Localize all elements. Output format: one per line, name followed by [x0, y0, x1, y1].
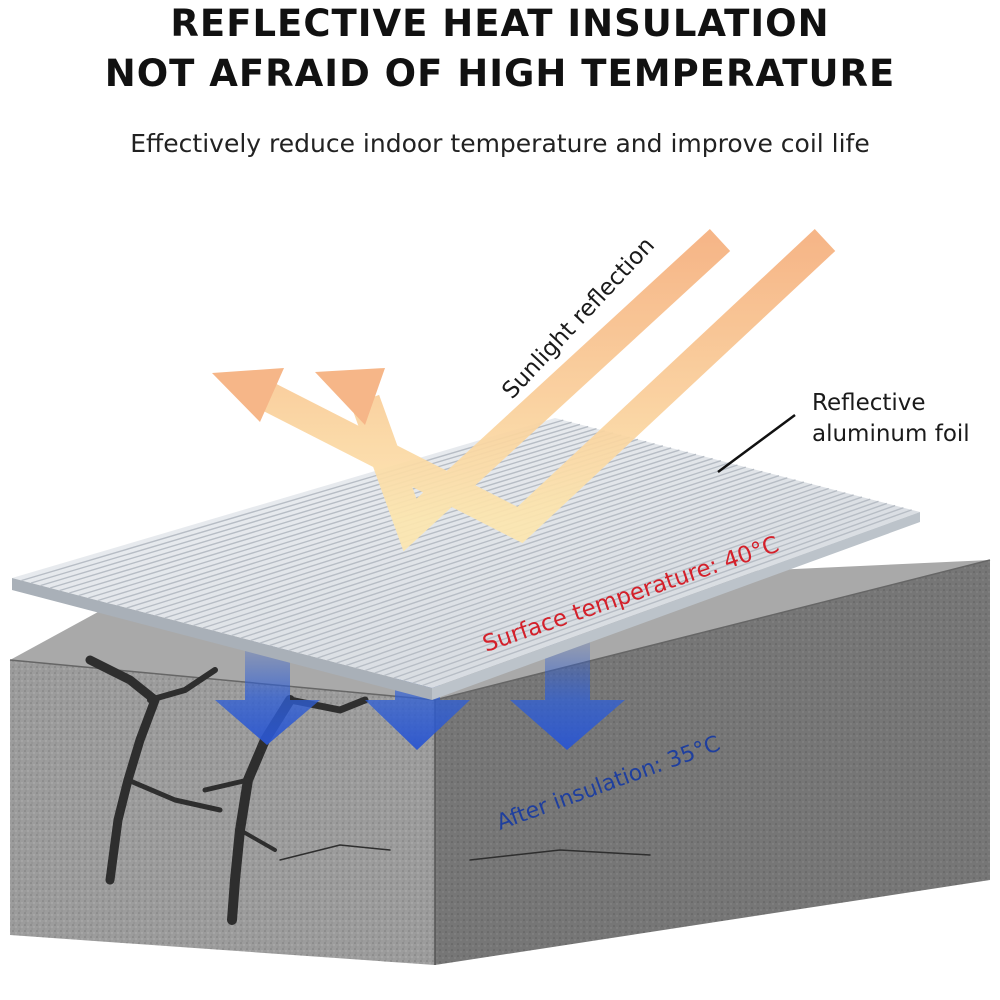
foil-ridge-line: [317, 485, 821, 659]
headline-line-2: NOT AFRAID OF HIGH TEMPERATURE: [104, 52, 896, 95]
foil-callout: Reflective aluminum foil: [812, 388, 970, 450]
foil-ridge-line: [403, 504, 896, 682]
foil-callout-line-2: aluminum foil: [812, 421, 970, 447]
foil-ridge-line: [307, 483, 813, 657]
blue-down-arrow-icon: [215, 640, 320, 745]
sun-ray-outer: [258, 229, 836, 544]
foil-ridge-line: [393, 502, 888, 679]
foil-ridge-line: [279, 477, 788, 649]
foil-ridge-line: [193, 457, 713, 627]
foil-ridge-line: [412, 507, 904, 684]
foil-ridge-line: [88, 434, 622, 599]
foil-ridge-line: [269, 475, 780, 647]
foil-ridge-line: [164, 451, 688, 619]
sunlight-rays: [212, 228, 836, 552]
foil-ridge-line: [221, 464, 738, 634]
foil-ridge-line: [212, 462, 730, 632]
sun-ray-inner: [350, 228, 731, 552]
foil-ridge-line: [259, 472, 771, 644]
foil-ridge-line: [240, 468, 755, 639]
foil-ridge-line: [288, 479, 796, 652]
foil-ridge-line: [202, 460, 722, 629]
foil-ridge-line: [336, 489, 838, 664]
foil-ridge-line: [422, 509, 912, 687]
foil-ridge-line: [250, 470, 763, 642]
orange-reflection-arrow-icon: [212, 368, 284, 422]
blue-down-arrow-icon: [510, 640, 625, 750]
foil-ridge-line: [384, 500, 879, 677]
foil-ridge-line: [374, 498, 871, 674]
foil-ridge-line: [298, 481, 805, 654]
foil-ridge-line: [78, 432, 614, 597]
foil-ridge-line: [355, 494, 854, 669]
foil-callout-line-1: Reflective: [812, 390, 926, 416]
subtitle: Effectively reduce indoor temperature an…: [130, 129, 870, 158]
foil-ridge-line: [364, 496, 863, 672]
headline-line-1: REFLECTIVE HEAT INSULATION: [170, 2, 830, 45]
foil-ridge-line: [174, 453, 697, 622]
foil-ridge-line: [345, 492, 846, 667]
foil-ridge-line: [97, 436, 630, 602]
foil-ridge-line: [183, 455, 705, 624]
foil-ridge-line: [231, 466, 747, 637]
aluminum-foil-sheet: [12, 418, 920, 700]
foil-ridge-line: [107, 438, 639, 604]
callout-leader-line: [717, 413, 796, 474]
foil-ridge-line: [69, 430, 605, 594]
orange-reflection-arrow-icon: [315, 368, 385, 425]
foil-ridge-line: [326, 487, 829, 662]
foil-ridge-line: [116, 440, 647, 607]
